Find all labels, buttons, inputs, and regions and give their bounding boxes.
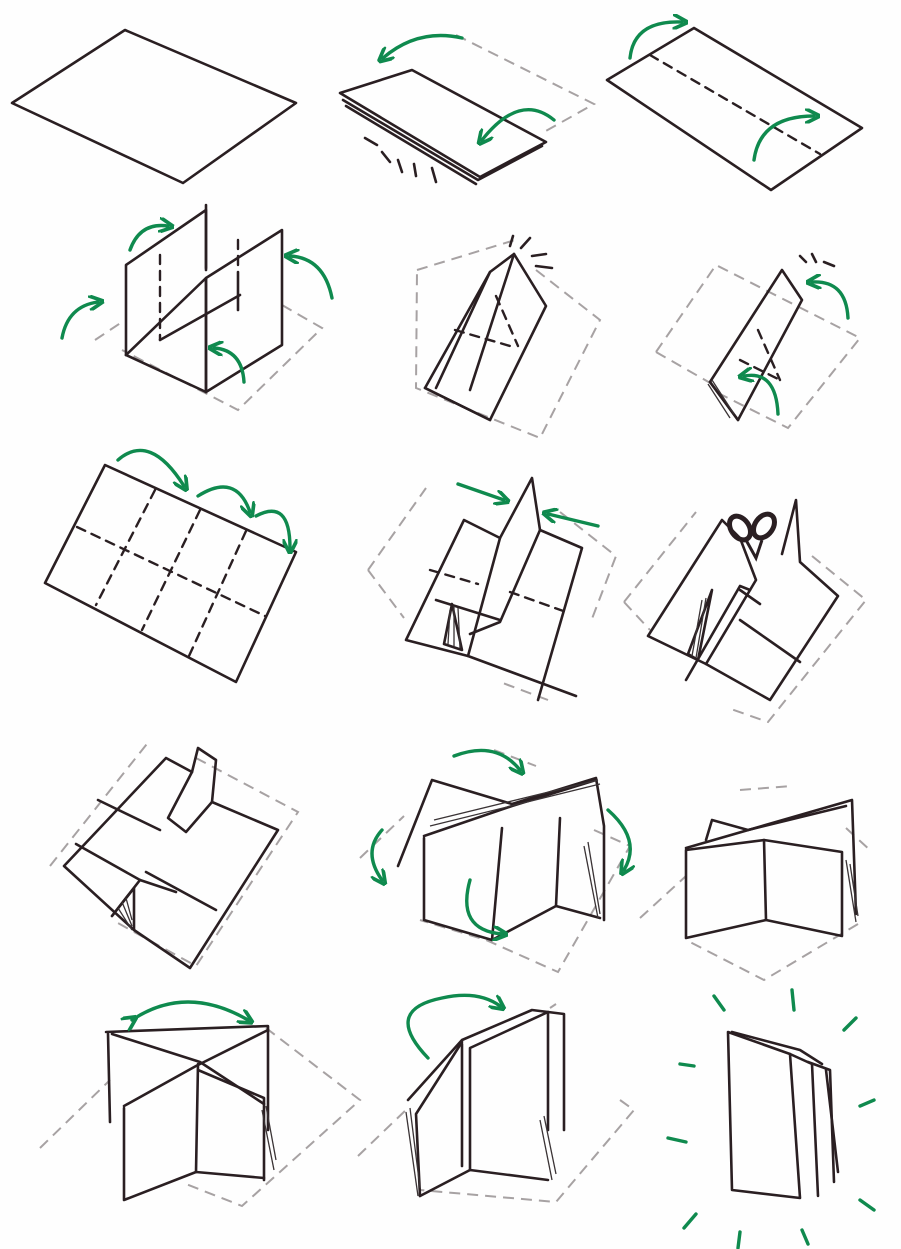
step-2-folded-sheet-icon [340,35,594,184]
step-13-open-cross-icon [40,1002,360,1206]
step-11-push-open-icon [360,750,630,972]
step-1-flat-sheet-icon [12,30,296,183]
step-12-star-shape-icon [640,786,872,980]
step-3-unfolded-crease-icon [607,22,862,190]
scissors-icon [725,510,779,558]
step-8-pinch-fold-icon [368,478,616,700]
sparkle-burst-icon [668,990,874,1248]
step-15-finished-book-icon [668,990,874,1248]
step-14-fold-pages-icon [358,995,634,1202]
step-7-eight-panel-grid-icon [45,450,296,682]
step-10-slit-open-icon [50,740,298,968]
step-4-fold-sides-icon [62,205,332,410]
step-6-fold-back-icon [656,254,860,428]
step-9-scissors-cut-icon [624,500,866,722]
step-5-folded-strip-icon [416,236,600,438]
